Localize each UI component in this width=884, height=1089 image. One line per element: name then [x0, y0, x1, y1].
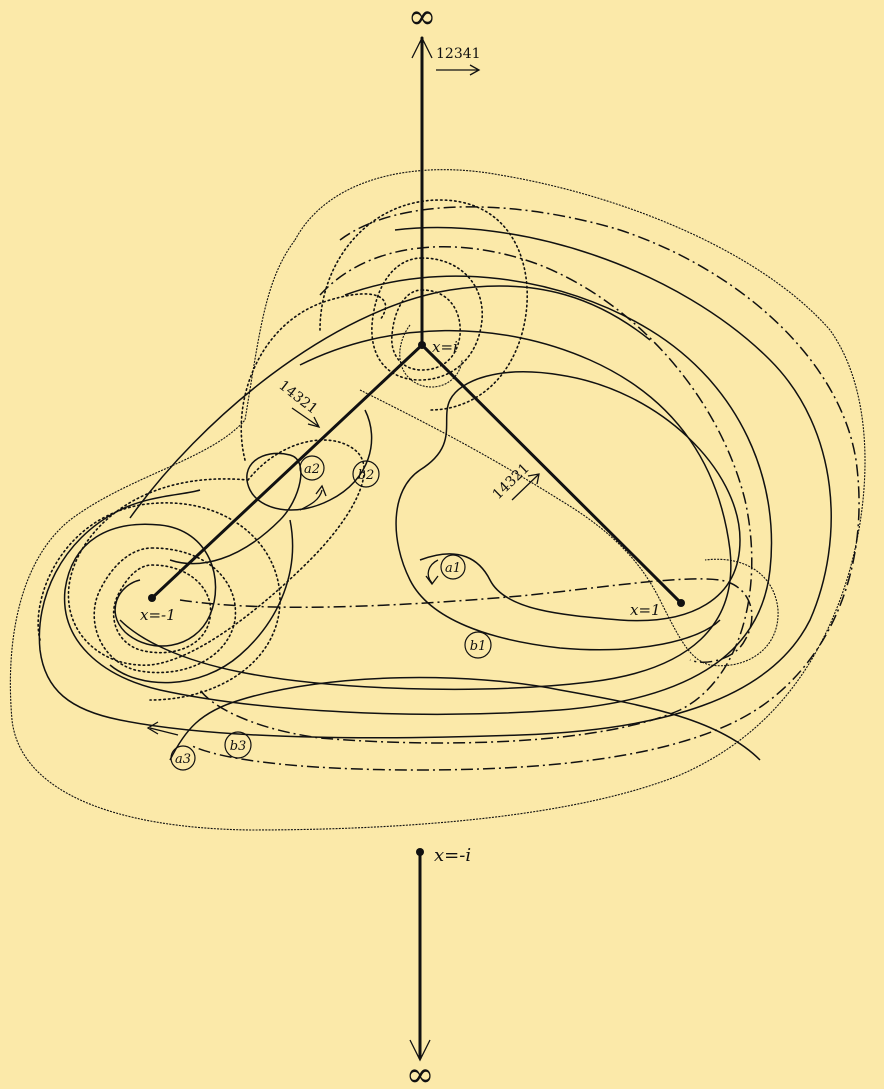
label-a2: a2 [304, 462, 320, 477]
solid-a3-loop [169, 676, 761, 761]
dotted-ring-1 [93, 547, 237, 674]
arrow-a2 [299, 489, 323, 511]
arrow-left-cut [291, 407, 319, 427]
arrow-a3-head [146, 721, 159, 735]
label-b3: b3 [230, 739, 247, 754]
arrow-right-cut [511, 474, 539, 501]
solid-a2-loop [109, 519, 294, 684]
circle-a3 [170, 745, 196, 771]
label-b1: b1 [470, 639, 487, 654]
dotted-large-left [67, 439, 365, 666]
cut-right [420, 343, 683, 605]
label-x-minus-1: x=-1 [140, 606, 176, 624]
arrow-a1-head [425, 575, 439, 586]
solid-upper-arc [129, 285, 651, 519]
point-x-i [418, 341, 426, 349]
loop-labels: a1 a2 a3 b1 b2 b3 [175, 462, 486, 767]
label-cut-top: 12341 [436, 46, 481, 62]
cut-labels: 12341 14321 14321 [276, 46, 533, 503]
circle-a2 [299, 455, 325, 481]
dashdot-outer [189, 206, 860, 771]
solid-outer-2 [63, 275, 773, 716]
loop-label-circles [170, 455, 492, 771]
point-x-minus-i [416, 848, 424, 856]
arrow-top-cut-head [469, 64, 481, 76]
wavy-pocket-top [399, 324, 463, 388]
dotted-top-ring-1 [371, 257, 483, 381]
branch-cuts [150, 36, 683, 1062]
point-x-1 [677, 599, 685, 607]
cut-top-arrowhead [411, 36, 433, 59]
loop-arrows [146, 64, 540, 736]
solid-outer-3 [119, 329, 732, 691]
circle-b3 [224, 731, 252, 759]
solid-b1-loop [395, 371, 741, 651]
dotted-ring-2 [112, 564, 212, 654]
cut-bottom-arrowhead [409, 1039, 431, 1062]
label-infinity-bottom: ∞ [406, 1055, 434, 1089]
dashdot-middle [199, 246, 753, 744]
arrow-right-cut-head [527, 473, 540, 485]
point-labels: ∞ ∞ x=i x=-1 x=1 x=-i [140, 0, 661, 1089]
branch-points [148, 341, 685, 856]
label-b2: b2 [358, 468, 375, 483]
arrow-a1 [427, 559, 439, 584]
circle-b2 [352, 460, 380, 488]
label-x-minus-i: x=-i [434, 845, 471, 866]
label-a1: a1 [445, 561, 461, 576]
wavy-pocket-right [359, 389, 779, 667]
dotted-ring-3 [37, 502, 281, 701]
label-x-1: x=1 [630, 601, 661, 619]
label-x-i: x=i [432, 338, 458, 356]
solid-outermost [38, 226, 832, 739]
dotted-top-ring-2 [391, 289, 461, 371]
circle-b1 [464, 631, 492, 659]
point-x-minus-1 [148, 594, 156, 602]
solid-b2-loop [169, 409, 373, 565]
label-infinity-top: ∞ [408, 0, 436, 37]
dotted-left-upper [240, 293, 387, 461]
label-cut-right: 14321 [490, 460, 533, 502]
circle-a1 [440, 554, 466, 580]
cut-left [150, 343, 424, 600]
arrow-a3 [149, 727, 179, 736]
arrow-left-cut-head [307, 416, 321, 429]
outer-wavy-boundary [9, 169, 866, 831]
arrow-a2-head [315, 484, 327, 497]
label-a3: a3 [175, 752, 191, 767]
dashdot-inner [179, 578, 753, 663]
